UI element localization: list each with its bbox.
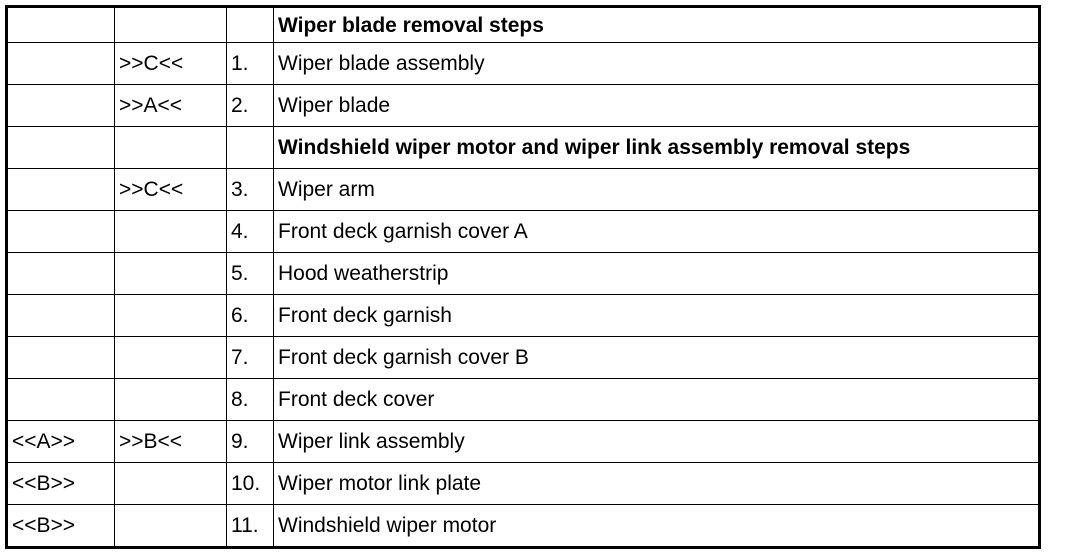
step-name-cell: Wiper arm: [273, 168, 1040, 211]
step-row: >>C<<3.Wiper arm: [6, 168, 1040, 211]
step-row: <<B>> 11.Windshield wiper motor: [6, 504, 1040, 548]
removal-note-cell: [114, 6, 227, 43]
step-number-cell: [226, 126, 274, 169]
removal-note-cell: [114, 462, 227, 505]
step-name-cell: Wiper blade: [273, 84, 1040, 127]
installation-note-cell: <<B>>: [6, 462, 115, 505]
section-heading-cell: Windshield wiper motor and wiper link as…: [273, 126, 1040, 169]
removal-note-cell: [114, 378, 227, 421]
step-name-cell: Wiper motor link plate: [273, 462, 1040, 505]
step-row: >>A<<2.Wiper blade: [6, 84, 1040, 127]
step-name-cell: Front deck cover: [273, 378, 1040, 421]
installation-note-cell: [6, 126, 115, 169]
removal-note-cell: [114, 210, 227, 253]
step-row: 5.Hood weatherstrip: [6, 252, 1040, 295]
step-row: 4.Front deck garnish cover A: [6, 210, 1040, 253]
step-name-cell: Front deck garnish: [273, 294, 1040, 337]
removal-steps-table: Wiper blade removal steps>>C<<1.Wiper bl…: [5, 5, 1041, 549]
step-number-cell: 4.: [226, 210, 274, 253]
step-number-cell: 8.: [226, 378, 274, 421]
step-number-cell: 3.: [226, 168, 274, 211]
step-name-cell: Front deck garnish cover B: [273, 336, 1040, 379]
installation-note-cell: [6, 210, 115, 253]
step-number-cell: 5.: [226, 252, 274, 295]
section-heading-row: Windshield wiper motor and wiper link as…: [6, 126, 1040, 169]
installation-note-cell: [6, 378, 115, 421]
removal-note-cell: [114, 252, 227, 295]
removal-note-cell: >>B<<: [114, 420, 227, 463]
step-name-cell: Front deck garnish cover A: [273, 210, 1040, 253]
step-name-cell: Windshield wiper motor: [273, 504, 1040, 548]
installation-note-cell: [6, 6, 115, 43]
installation-note-cell: [6, 42, 115, 85]
removal-note-cell: >>C<<: [114, 42, 227, 85]
step-number-cell: 9.: [226, 420, 274, 463]
installation-note-cell: [6, 84, 115, 127]
removal-note-cell: >>A<<: [114, 84, 227, 127]
step-name-cell: Wiper blade assembly: [273, 42, 1040, 85]
removal-note-cell: >>C<<: [114, 168, 227, 211]
step-number-cell: 2.: [226, 84, 274, 127]
step-number-cell: 7.: [226, 336, 274, 379]
section-heading-row: Wiper blade removal steps: [6, 6, 1040, 43]
installation-note-cell: [6, 168, 115, 211]
step-number-cell: 6.: [226, 294, 274, 337]
removal-note-cell: [114, 336, 227, 379]
step-row: 7.Front deck garnish cover B: [6, 336, 1040, 379]
removal-note-cell: [114, 294, 227, 337]
section-heading-cell: Wiper blade removal steps: [273, 6, 1040, 43]
installation-note-cell: [6, 336, 115, 379]
step-row: <<B>> 10.Wiper motor link plate: [6, 462, 1040, 505]
installation-note-cell: <<A>>: [6, 420, 115, 463]
step-name-cell: Hood weatherstrip: [273, 252, 1040, 295]
step-number-cell: 10.: [226, 462, 274, 505]
installation-note-cell: <<B>>: [6, 504, 115, 548]
removal-note-cell: [114, 504, 227, 548]
removal-note-cell: [114, 126, 227, 169]
step-name-cell: Wiper link assembly: [273, 420, 1040, 463]
step-row: >>C<<1.Wiper blade assembly: [6, 42, 1040, 85]
installation-note-cell: [6, 294, 115, 337]
step-row: 6.Front deck garnish: [6, 294, 1040, 337]
step-row: <<A>>>>B<<9.Wiper link assembly: [6, 420, 1040, 463]
step-number-cell: [226, 6, 274, 43]
installation-note-cell: [6, 252, 115, 295]
removal-steps-table-body: Wiper blade removal steps>>C<<1.Wiper bl…: [6, 6, 1040, 548]
step-number-cell: 1.: [226, 42, 274, 85]
step-number-cell: 11.: [226, 504, 274, 548]
step-row: 8.Front deck cover: [6, 378, 1040, 421]
